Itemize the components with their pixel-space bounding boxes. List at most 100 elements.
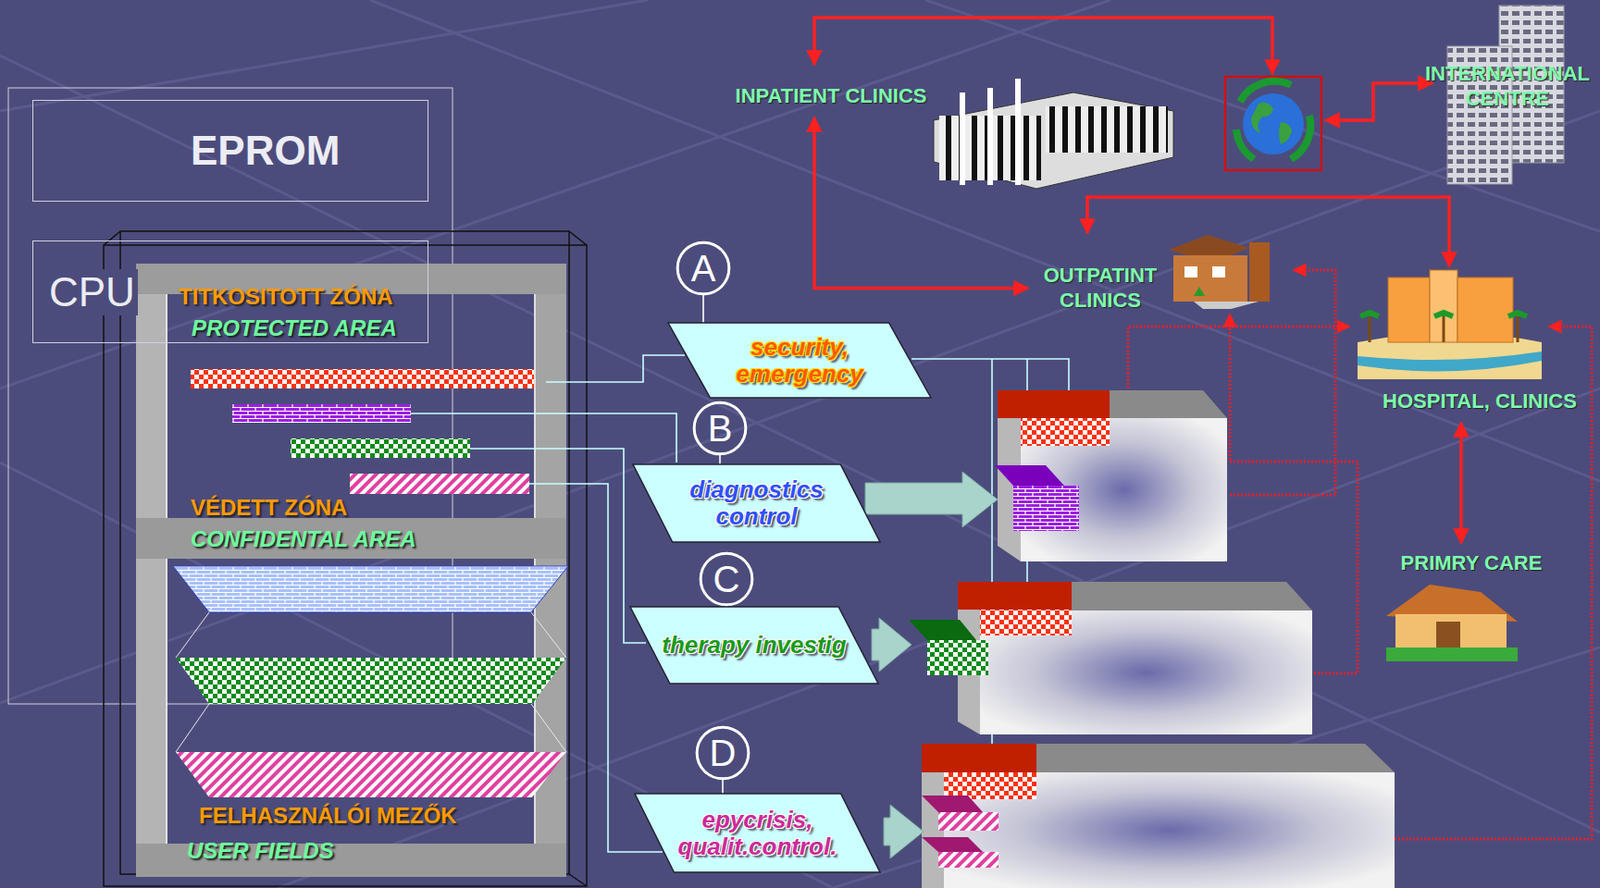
site-label: INTERNATIONAL CENTRE — [1415, 57, 1600, 116]
leader-lines-part — [410, 413, 677, 463]
network-lines — [814, 17, 1450, 267]
storage-blocks-part — [938, 852, 999, 869]
smart-card-frame-part — [120, 231, 570, 875]
storage-blocks-part — [938, 812, 999, 832]
node-text: VÉDETT ZÓNA — [190, 495, 348, 521]
inpatient-building-part — [962, 78, 1018, 186]
hospital-building-part — [1357, 351, 1542, 372]
hospital-building-part — [1388, 277, 1430, 343]
storage-blocks-part — [957, 582, 1072, 610]
callout-leader — [719, 455, 721, 465]
node-text: D — [709, 734, 737, 772]
outpatient-house — [1168, 235, 1270, 310]
network-connector — [1459, 422, 1464, 544]
hospital-building-part — [1369, 314, 1518, 343]
data-stripes-part — [290, 438, 471, 459]
smart-card-frame-part — [103, 231, 587, 887]
transfer-arrows — [865, 471, 998, 859]
callout-leader — [702, 295, 705, 323]
node-text: PROTECTED AREA — [191, 315, 397, 342]
circle-shape — [696, 727, 749, 780]
site-label: PRIMRY CARE — [1378, 546, 1564, 582]
globe-icon-part — [1225, 76, 1322, 171]
data-stripes-part — [175, 612, 567, 753]
storage-blocks-part — [997, 390, 1110, 419]
function-parallelogram: therapy investig — [630, 607, 879, 684]
storage-blocks-part — [997, 390, 1228, 419]
node-text: CONFIDENTAL AREA — [190, 526, 417, 553]
data-stripes-part — [232, 404, 411, 423]
circle-shape — [677, 242, 730, 295]
inpatient-building-part — [933, 92, 1174, 189]
node-text: EPROM — [190, 127, 340, 174]
transfer-arrows-part — [883, 805, 924, 859]
data-stripes-part — [175, 657, 567, 705]
outpatient-house-part — [1193, 286, 1205, 297]
node-text: OUTPATINT CLINICS — [1035, 263, 1166, 313]
protected-zone: TITKOSITOTT ZÓNA PROTECTED AREA VÉDETT ZÓN… — [136, 263, 567, 559]
outpatient-house-part — [1212, 266, 1226, 278]
network-connector — [814, 117, 1029, 289]
dotted-links-part — [1128, 326, 1350, 389]
storage-blocks-part — [994, 465, 1065, 486]
storage-blocks-part — [921, 744, 1395, 773]
storage-blocks-part — [921, 744, 1037, 773]
storage-blocks-part — [921, 795, 983, 813]
node-text: HOSPITAL, CLINICS — [1382, 389, 1577, 414]
storage-blocks-part — [943, 772, 1395, 888]
leader-lines-part — [545, 355, 685, 383]
network-lines-part — [814, 17, 1273, 75]
data-stripes-part — [190, 369, 534, 389]
node-text: PRIMRY CARE — [1401, 551, 1543, 576]
node-text: therapy investig — [661, 632, 847, 659]
callout-circle: C — [699, 552, 754, 607]
dotted-links — [1128, 270, 1592, 840]
smart-card-frame — [103, 231, 587, 887]
data-stripes-part — [175, 752, 567, 798]
node-text: diagnostics control — [664, 476, 850, 530]
function-parallelogram: security, emergency — [668, 322, 931, 398]
globe-icon-part — [1236, 81, 1311, 160]
node-text: CPU — [46, 269, 138, 316]
user-zone: FELHASZNÁLÓI MEZŐKUSER FIELDS — [136, 558, 567, 878]
storage-blocks-part — [943, 772, 1037, 800]
node-text: C — [713, 560, 741, 598]
site-label: HOSPITAL, CLINICS — [1376, 384, 1583, 420]
transfer-arrows-part — [865, 471, 998, 528]
site-label: INPATIENT CLINICS — [731, 79, 931, 114]
storage-blocks-part — [921, 837, 983, 853]
para-shape — [630, 607, 879, 684]
primary-care-house-part — [1436, 621, 1461, 650]
primary-care-house — [1386, 584, 1518, 662]
node-text: B — [707, 409, 733, 447]
outpatient-house-part — [1193, 301, 1259, 310]
inpatient-building-part — [1045, 106, 1168, 153]
para-shape — [668, 322, 931, 398]
callout-circle: B — [693, 401, 747, 456]
function-parallelogram: epycrisis, qualit.control. — [634, 793, 881, 873]
hospital-building — [1357, 270, 1542, 380]
inpatient-building — [933, 78, 1174, 189]
callout-circle: D — [695, 726, 750, 781]
storage-blocks-part — [908, 620, 977, 641]
circle-shape — [700, 553, 753, 606]
node-text: INTERNATIONAL CENTRE — [1421, 62, 1594, 112]
node-text: INPATIENT CLINICS — [735, 84, 928, 109]
outpatient-house-part — [1249, 242, 1270, 302]
globe-icon-part — [1251, 102, 1292, 145]
smart-card-frame-part — [136, 518, 567, 559]
node-text: TITKOSITOTT ZÓNA — [178, 284, 394, 311]
node-text: USER FIELDS — [186, 838, 335, 865]
para-shape — [632, 464, 881, 543]
storage-blocks-part — [927, 640, 989, 676]
outpatient-house-part — [1184, 266, 1198, 278]
smart-card-frame-part — [136, 263, 167, 878]
storage-blocks-part — [1013, 485, 1080, 532]
callout-leader — [721, 780, 724, 794]
memory-box: EPROM — [32, 99, 429, 202]
site-label: OUTPATINT CLINICS — [1031, 259, 1169, 318]
